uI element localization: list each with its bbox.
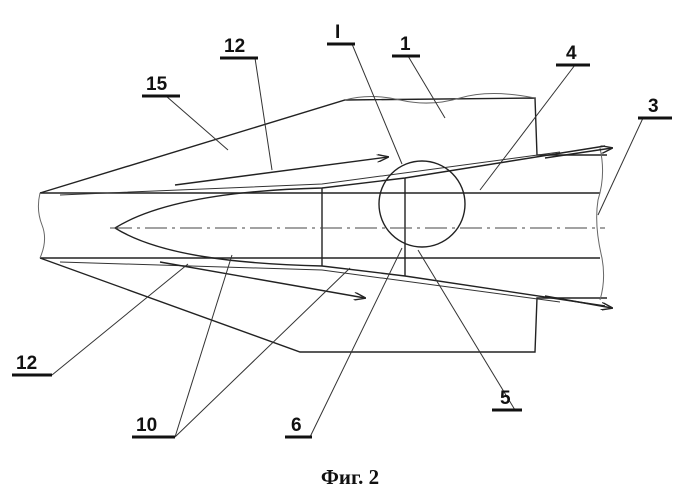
flow-arrow-top bbox=[174, 157, 388, 186]
cone-upper-surface bbox=[114, 145, 606, 229]
leader-6 bbox=[309, 247, 403, 438]
leader-detail bbox=[351, 43, 403, 165]
housing-outline-top bbox=[39, 97, 607, 194]
label-12-top: 12 bbox=[224, 36, 245, 57]
shaft-left-end bbox=[37, 192, 46, 259]
leader-15 bbox=[165, 95, 229, 151]
label-5: 5 bbox=[500, 388, 511, 409]
label-12-bottom: 12 bbox=[16, 353, 37, 374]
leader-12-top bbox=[254, 57, 273, 171]
label-15: 15 bbox=[146, 74, 168, 95]
leader-10-a bbox=[174, 254, 233, 438]
leader-12-bottom bbox=[51, 263, 189, 376]
housing-break-line bbox=[344, 93, 536, 104]
detail-circle bbox=[378, 160, 466, 248]
housing-outline-bottom bbox=[39, 257, 607, 353]
label-4: 4 bbox=[566, 43, 577, 64]
cone-lower-thin bbox=[59, 261, 561, 303]
figure-caption: Фиг. 2 bbox=[321, 465, 379, 489]
label-3: 3 bbox=[648, 96, 659, 117]
leader-4 bbox=[479, 64, 576, 191]
label-10: 10 bbox=[136, 415, 157, 436]
flow-arrow-bottom bbox=[159, 261, 365, 298]
leader-5 bbox=[417, 249, 516, 411]
flow-arrow-right-top bbox=[544, 148, 612, 159]
cone-upper-thin bbox=[59, 151, 561, 196]
leader-1 bbox=[407, 55, 446, 119]
label-6: 6 bbox=[291, 415, 302, 436]
label-1: 1 bbox=[400, 34, 411, 55]
leader-10-b bbox=[174, 267, 351, 438]
shaft-right-end bbox=[596, 147, 605, 301]
label-detail: I bbox=[335, 22, 340, 43]
cone-lower-surface bbox=[114, 227, 606, 307]
flow-arrow-right-bottom bbox=[544, 295, 612, 308]
leader-3 bbox=[597, 117, 644, 216]
